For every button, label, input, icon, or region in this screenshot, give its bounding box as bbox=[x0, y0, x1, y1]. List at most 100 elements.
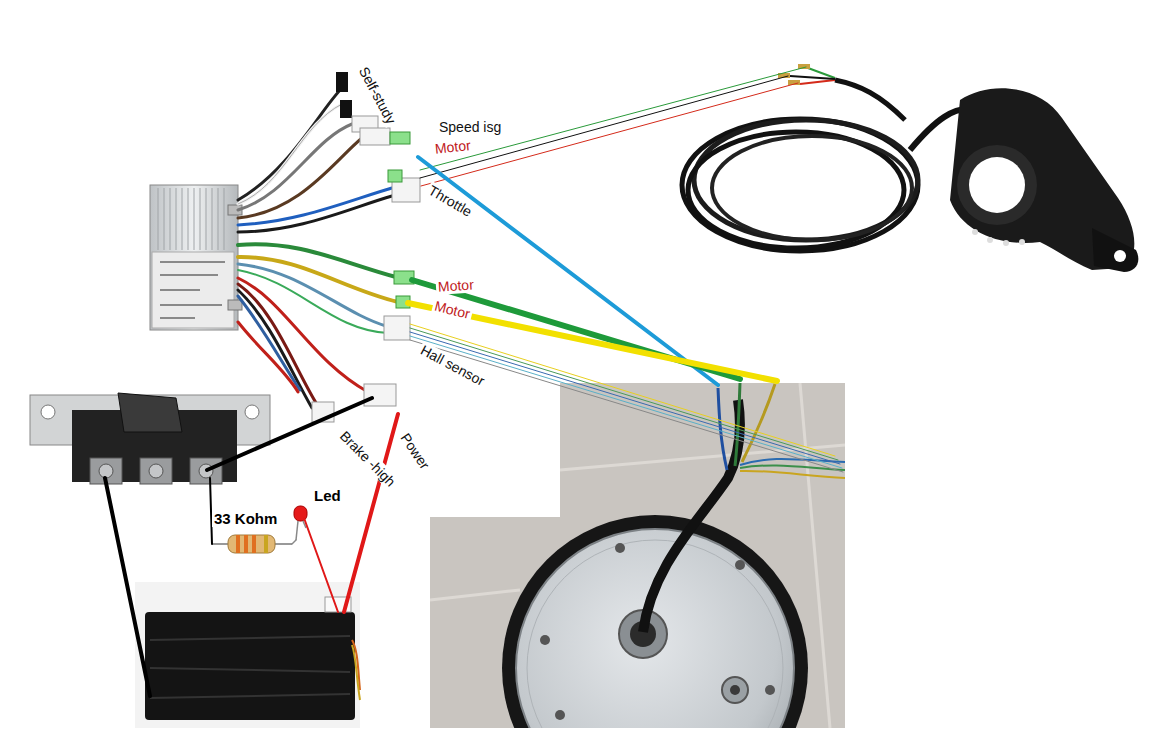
drawn-wires-part bbox=[410, 336, 842, 468]
throttle-photo-part bbox=[1114, 250, 1126, 262]
component-label: Led bbox=[312, 487, 343, 504]
drawn-wires-part bbox=[292, 540, 296, 544]
throttle-photo-part bbox=[969, 157, 1025, 213]
drawn-wires-part bbox=[418, 157, 718, 385]
toggle-switch-part bbox=[149, 464, 163, 478]
controller-part-part bbox=[164, 188, 165, 250]
toggle-switch-part bbox=[245, 405, 259, 419]
controller-part bbox=[150, 185, 238, 330]
wire-connectors-part bbox=[336, 72, 348, 92]
wire-connectors-part bbox=[388, 170, 402, 182]
throttle-photo-part bbox=[835, 80, 905, 120]
controller-part bbox=[158, 188, 224, 250]
controller-part-part bbox=[188, 188, 189, 250]
controller-part-part bbox=[158, 188, 159, 250]
wire-connectors bbox=[312, 72, 420, 422]
wire-connectors-part bbox=[340, 100, 352, 118]
wire-connectors-part bbox=[390, 132, 410, 144]
controller-wires-part bbox=[238, 296, 300, 390]
hub-motor-wheel-part bbox=[742, 384, 775, 462]
controller-part-part bbox=[224, 188, 225, 250]
hub-motor-wheel-part bbox=[765, 685, 775, 695]
hub-motor-wheel-part bbox=[730, 685, 740, 695]
drawn-wires-part bbox=[410, 324, 835, 456]
throttle-photo-part bbox=[957, 145, 1037, 225]
drawn-wires bbox=[105, 67, 843, 696]
wire-connectors-part bbox=[364, 384, 396, 406]
controller-wires-part bbox=[238, 104, 342, 204]
throttle-photo-part bbox=[972, 229, 978, 235]
connector-label: Throttle bbox=[424, 181, 477, 221]
controller-wires-part bbox=[238, 322, 298, 392]
component-label: 33 Kohm bbox=[212, 510, 279, 527]
controller-part-part bbox=[194, 188, 195, 250]
controller-part bbox=[152, 252, 234, 328]
drawn-wires-part bbox=[105, 478, 150, 696]
hub-motor-wheel-part bbox=[502, 515, 808, 755]
connector-label: Power bbox=[396, 429, 434, 474]
controller-part-part bbox=[170, 188, 171, 250]
hub-motor-wheel-part bbox=[540, 635, 550, 645]
throttle-photo-part bbox=[1003, 240, 1009, 246]
hub-motor-wheel-part bbox=[516, 529, 794, 755]
hub-motor-wheel-part bbox=[615, 543, 625, 553]
battery-pack-part-part bbox=[150, 694, 350, 698]
connector-label: Speed isg bbox=[437, 119, 503, 135]
controller-wires-part bbox=[238, 104, 342, 204]
throttle-photo-part bbox=[694, 120, 918, 240]
connector-label: Motor bbox=[431, 297, 474, 322]
toggle-switch-part bbox=[118, 393, 182, 432]
hub-motor-wheel-part bbox=[643, 400, 740, 632]
connector-label: Motor bbox=[432, 137, 473, 157]
controller-wires-part bbox=[238, 138, 362, 218]
throttle-photo-part bbox=[987, 237, 993, 243]
throttle-photo-part bbox=[712, 136, 912, 240]
resistor-symbol bbox=[212, 535, 292, 553]
controller-part-part bbox=[160, 304, 222, 306]
hub-motor-wheel-part bbox=[740, 471, 845, 478]
controller-part-part bbox=[200, 188, 201, 250]
hub-motor-wheel-part bbox=[555, 710, 565, 720]
resistor-symbol-part bbox=[275, 543, 292, 545]
toggle-switch-part bbox=[99, 464, 113, 478]
resistor-symbol-part bbox=[228, 535, 275, 553]
wire-connectors-part bbox=[384, 316, 410, 340]
drawn-wires-part bbox=[420, 67, 806, 170]
connector-label: Hall sensor bbox=[416, 341, 489, 390]
hub-motor-wheel-part bbox=[735, 560, 745, 570]
drawn-wires-part bbox=[410, 332, 840, 464]
hub-motor-wheel-part bbox=[722, 677, 748, 703]
connector-label: Motor bbox=[435, 276, 476, 295]
resistor-symbol-part bbox=[244, 535, 248, 553]
battery-pack-part-part bbox=[150, 668, 350, 672]
hub-motor-wheel-part bbox=[735, 383, 740, 466]
controller-part-part bbox=[182, 188, 183, 250]
resistor-symbol-part bbox=[252, 535, 256, 553]
controller-wires-part bbox=[238, 270, 388, 333]
throttle-photo bbox=[682, 64, 1138, 272]
battery-pack-part bbox=[352, 645, 360, 700]
controller-part-part bbox=[176, 188, 177, 250]
hub-motor-wheel bbox=[430, 383, 845, 755]
motor-photo bbox=[430, 383, 845, 755]
controller-wires-part bbox=[238, 88, 342, 200]
wire-connectors-part bbox=[360, 128, 390, 145]
controller-part-part bbox=[218, 188, 219, 250]
resistor-symbol-part bbox=[212, 543, 228, 545]
controller-part bbox=[228, 300, 242, 310]
controller-wires-part bbox=[238, 196, 392, 232]
battery-pack-part bbox=[145, 612, 355, 720]
resistor-symbol-part bbox=[264, 535, 268, 553]
drawn-wires-part bbox=[304, 518, 338, 612]
controller-wires-part bbox=[238, 290, 312, 408]
controller-part-part bbox=[212, 188, 213, 250]
controller-part-part bbox=[160, 289, 200, 291]
drawn-wires-part bbox=[410, 328, 838, 460]
controller-part-part bbox=[160, 274, 218, 276]
hub-motor-wheel-part bbox=[527, 540, 783, 755]
controller-wires-part bbox=[238, 278, 368, 392]
controller-part-part bbox=[206, 188, 207, 250]
toggle-switch-part bbox=[41, 405, 55, 419]
